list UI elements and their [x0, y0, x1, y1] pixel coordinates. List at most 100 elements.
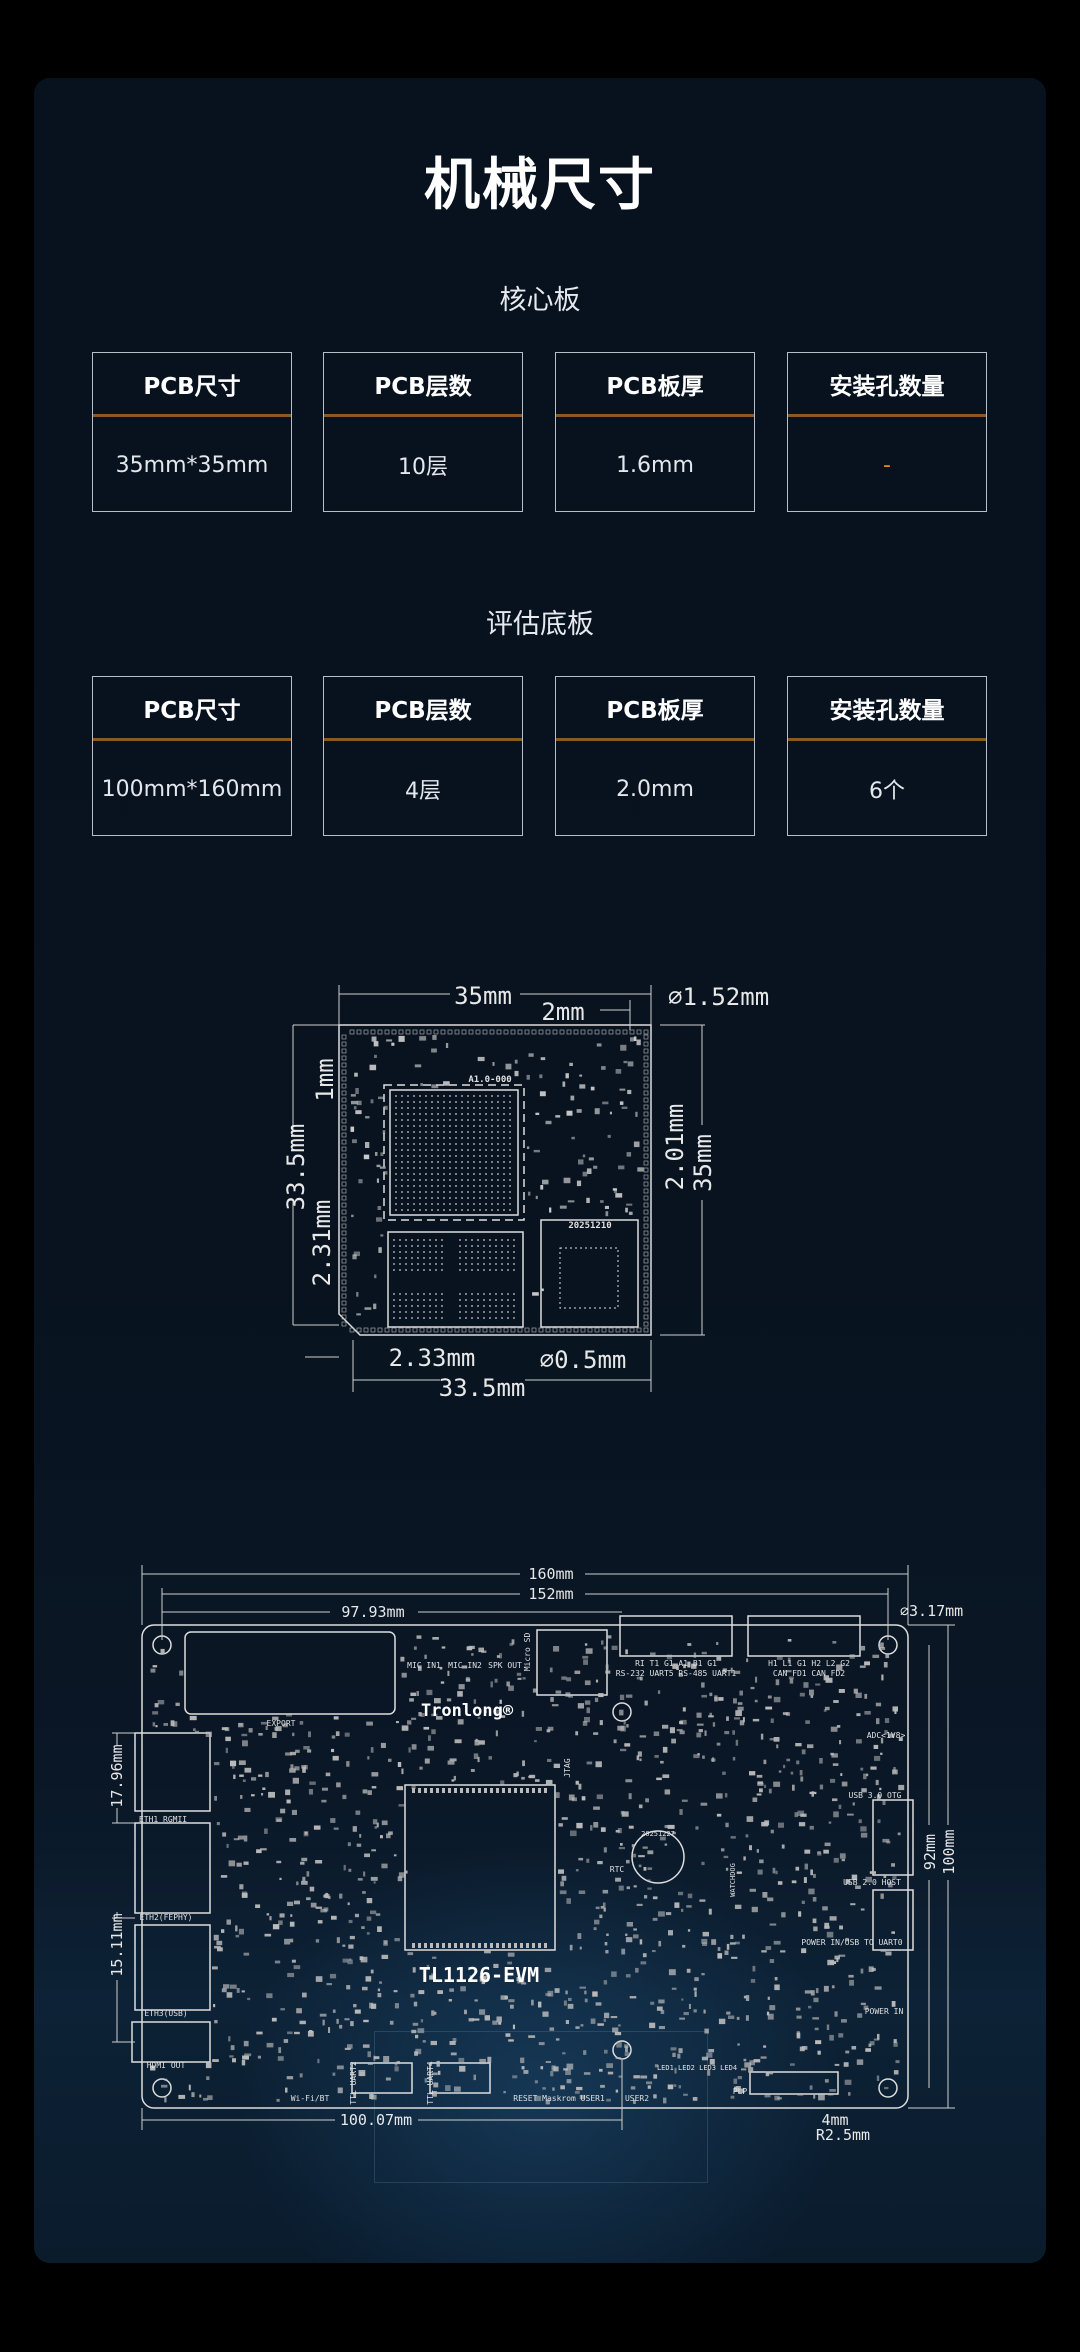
- pcb-component: [380, 1835, 383, 1839]
- pcb-component: [863, 2005, 869, 2010]
- bga-ball: [477, 1269, 479, 1271]
- bga-ball: [459, 1317, 461, 1319]
- pcb-component: [512, 2075, 518, 2079]
- pcb-component: [800, 1776, 804, 1782]
- pcb-component: [770, 1829, 774, 1834]
- pcb-component: [721, 1848, 725, 1852]
- bga-ball: [465, 1239, 467, 1241]
- pcb-component: [317, 1920, 323, 1924]
- bga-ball: [501, 1245, 503, 1247]
- bga-ball: [423, 1263, 425, 1265]
- bga-ball: [417, 1269, 419, 1271]
- edge-pad: [643, 1167, 649, 1173]
- pcb-component: [583, 2072, 591, 2075]
- pcb-component: [653, 2074, 658, 2079]
- socket-pin: [508, 1788, 511, 1793]
- edge-pad: [643, 1223, 649, 1229]
- pcb-component: [375, 1913, 381, 1916]
- pcb-component: [366, 1916, 372, 1921]
- pcb-component: [575, 1869, 579, 1872]
- pcb-component: [752, 1797, 758, 1802]
- bga-ball: [407, 1113, 409, 1115]
- pcb-component: [893, 2039, 897, 2043]
- bga-ball: [479, 1173, 481, 1175]
- bga-ball: [401, 1143, 403, 1145]
- pcb-component: [803, 1682, 809, 1688]
- pcb-component: [743, 2058, 747, 2062]
- bga-ball: [465, 1299, 467, 1301]
- bga-ball: [435, 1251, 437, 1253]
- pcb-component: [611, 1971, 617, 1977]
- pcb-component: [534, 2095, 542, 2102]
- pcb-component: [678, 1891, 684, 1896]
- pcb-component: [315, 1906, 323, 1909]
- bga-ball: [419, 1113, 421, 1115]
- pcb-component: [432, 1956, 437, 1959]
- pcb-component: [205, 1731, 212, 1737]
- pcb-component: [559, 1890, 567, 1895]
- socket-pin: [478, 1788, 481, 1793]
- pcb-component: [432, 1637, 439, 1640]
- pcb-component: [733, 2078, 738, 2084]
- pcb-component: [776, 1744, 779, 1749]
- pcb-component: [235, 1934, 240, 1938]
- pcb-component: [507, 1961, 513, 1965]
- pcb-component: [662, 1724, 669, 1729]
- pcb-component: [150, 2065, 156, 2071]
- pcb-component: [602, 1101, 609, 1105]
- edge-pad: [461, 1327, 467, 1333]
- bga-ball: [423, 1245, 425, 1247]
- pcb-component: [207, 2095, 213, 2100]
- edge-pad: [629, 1327, 635, 1333]
- bga-ball: [483, 1269, 485, 1271]
- pcb-component: [859, 1665, 866, 1668]
- socket-pin: [478, 1943, 481, 1948]
- pcb-component: [217, 1947, 223, 1952]
- pcb-component: [817, 2050, 821, 2055]
- bga-ball: [407, 1185, 409, 1187]
- bga-ball: [435, 1317, 437, 1319]
- socket-pin: [448, 1788, 451, 1793]
- pcb-component: [582, 1655, 589, 1659]
- bga-ball: [405, 1251, 407, 1253]
- pcb-component: [724, 1950, 729, 1955]
- pcb-component: [879, 1787, 882, 1791]
- socket-pin: [532, 1788, 535, 1793]
- edge-pad: [341, 1300, 347, 1306]
- bga-ball: [497, 1137, 499, 1139]
- pcb-component: [823, 1675, 829, 1681]
- bga-ball: [509, 1095, 511, 1097]
- pcb-component: [410, 1692, 417, 1696]
- pcb-component: [626, 1922, 633, 1927]
- pcb-component: [671, 1738, 676, 1744]
- pcb-component: [708, 2049, 715, 2053]
- pcb-component: [236, 1988, 240, 1993]
- pcb-component: [419, 1766, 423, 1770]
- bga-ball: [491, 1143, 493, 1145]
- bga-ball: [485, 1125, 487, 1127]
- bga-ball: [479, 1131, 481, 1133]
- pcb-component: [833, 1857, 839, 1863]
- bga-ball: [459, 1251, 461, 1253]
- pcb-component: [595, 1761, 602, 1768]
- bga-ball: [459, 1269, 461, 1271]
- pcb-component: [789, 1678, 794, 1684]
- bga-ball: [431, 1191, 433, 1193]
- pcb-component: [856, 1739, 862, 1744]
- tronlong-logo: Tronlong®: [421, 1701, 514, 1721]
- pcb-component: [447, 1760, 455, 1765]
- pcb-component: [864, 1661, 870, 1666]
- pcb-component: [539, 1091, 546, 1097]
- pcb-component: [566, 1898, 571, 1904]
- pcb-component: [276, 1860, 282, 1864]
- pcb-component: [562, 1081, 566, 1087]
- pcb-component: [531, 1999, 534, 2006]
- bga-ball: [513, 1317, 515, 1319]
- bga-ball: [461, 1137, 463, 1139]
- edge-pad: [643, 1118, 649, 1124]
- edge-pad: [341, 1118, 347, 1124]
- bga-ball: [407, 1191, 409, 1193]
- pcb-component: [606, 1933, 609, 1936]
- bga-ball: [473, 1101, 475, 1103]
- pcb-component: [424, 1654, 427, 1659]
